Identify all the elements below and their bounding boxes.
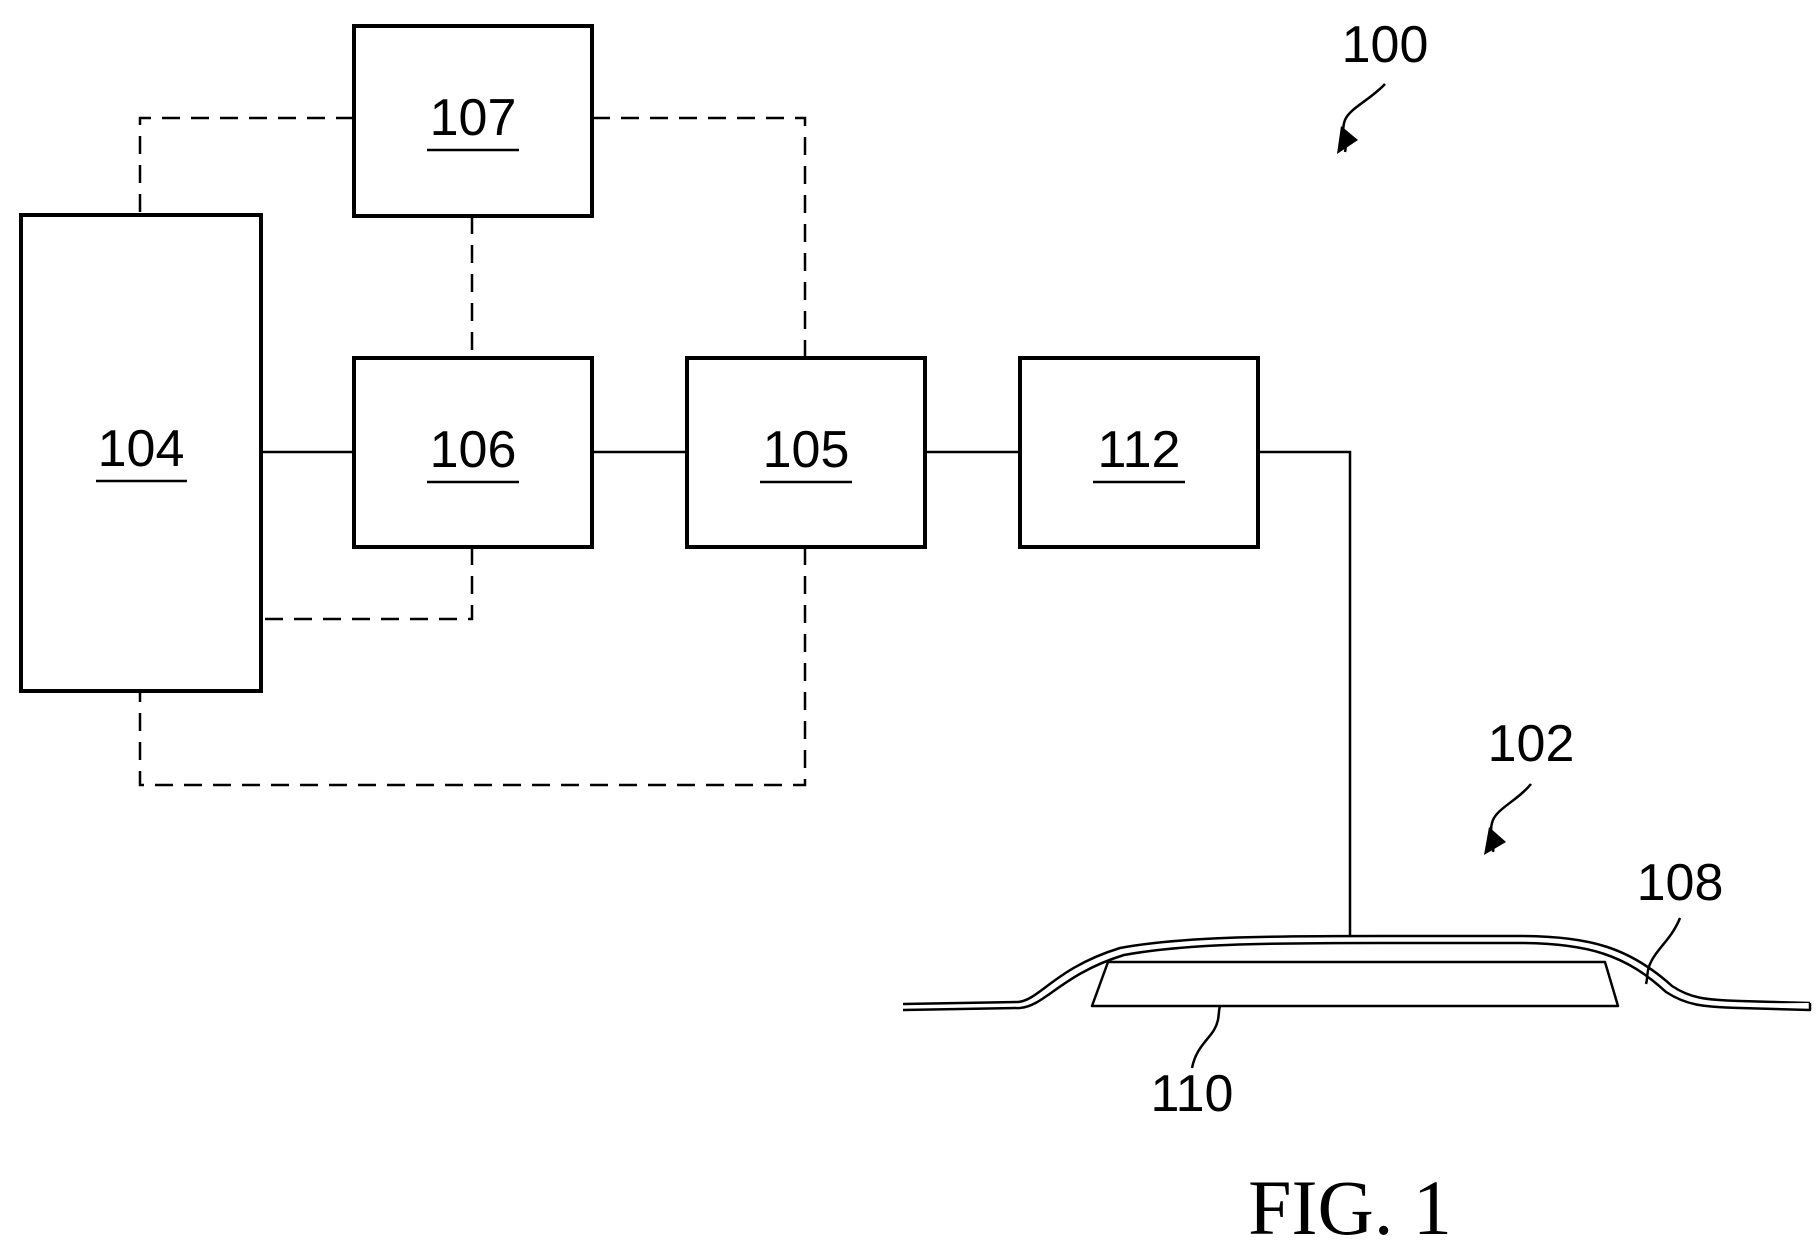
reference-100: 100 xyxy=(1337,16,1428,154)
link-112-device xyxy=(1258,452,1350,962)
block-105: 105 xyxy=(687,358,925,547)
block-106-label: 106 xyxy=(430,421,517,479)
reference-102-arrowhead xyxy=(1484,827,1506,855)
reference-100-label: 100 xyxy=(1342,16,1429,74)
block-105-label: 105 xyxy=(763,421,850,479)
reference-110-leader xyxy=(1192,1006,1220,1068)
pad-110 xyxy=(1092,962,1618,1006)
reference-108: 108 xyxy=(1637,854,1724,984)
device-102 xyxy=(903,936,1810,1010)
block-104-label: 104 xyxy=(98,420,185,478)
dashed-link-106-104 xyxy=(261,547,472,619)
dashed-link-104-107 xyxy=(140,118,352,212)
dashed-link-107-105 xyxy=(592,118,805,356)
block-107: 107 xyxy=(354,26,592,216)
block-112-label: 112 xyxy=(1098,421,1181,479)
reference-102: 102 xyxy=(1484,715,1574,855)
block-104: 104 xyxy=(21,215,261,691)
reference-108-label: 108 xyxy=(1637,854,1724,912)
block-112: 112 xyxy=(1020,358,1258,547)
reference-100-arrowhead xyxy=(1337,126,1358,154)
block-106: 106 xyxy=(354,358,592,547)
reference-110: 110 xyxy=(1151,1006,1234,1123)
block-107-label: 107 xyxy=(430,89,517,147)
reference-110-label: 110 xyxy=(1151,1065,1234,1123)
reference-102-label: 102 xyxy=(1488,715,1575,773)
figure-caption: FIG. 1 xyxy=(1248,1164,1452,1251)
